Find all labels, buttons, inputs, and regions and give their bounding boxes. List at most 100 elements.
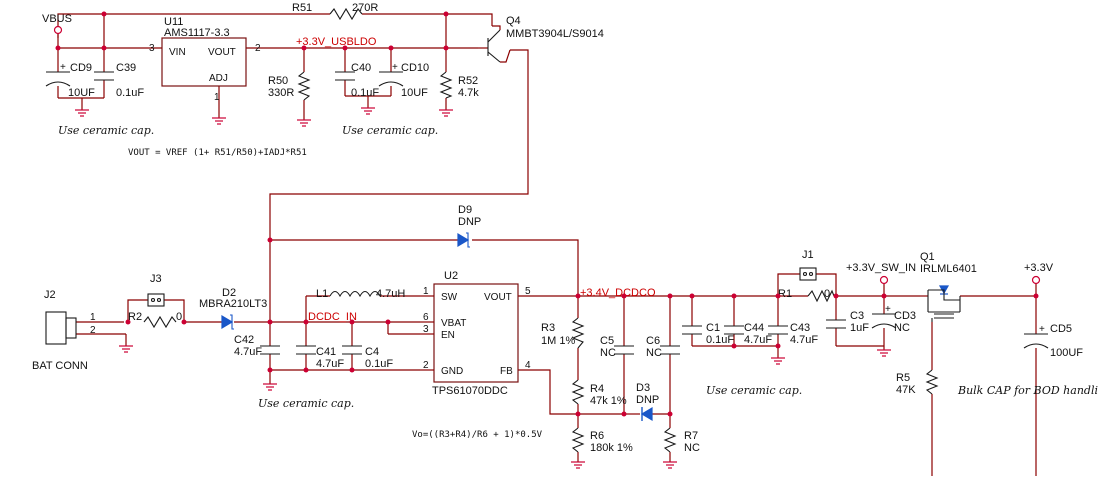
- note-bulk-cap: Bulk CAP for BOD handling: [957, 384, 1098, 397]
- r3-ref: R3: [541, 322, 555, 334]
- r6-resistor: R6 180k 1%: [571, 427, 633, 454]
- svg-text:+: +: [1039, 324, 1045, 335]
- j2-part: BAT CONN: [32, 360, 88, 372]
- c40-capacitor: C40 0.1uF: [335, 62, 379, 99]
- cd9-value: 10UF: [68, 87, 95, 99]
- r7-ref: R7: [684, 430, 698, 442]
- c42-value: 4.7uF: [234, 346, 262, 358]
- cd5-ref: CD5: [1050, 323, 1072, 335]
- d2-part: MBRA210LT3: [199, 298, 267, 310]
- l1-inductor: L1 4.7uH: [316, 288, 405, 300]
- fb-formula: Vo=((R3+R4)/R6 + 1)*0.5V: [412, 430, 543, 440]
- d9-part: DNP: [458, 216, 481, 228]
- q1-mosfet: Q1 IRLML6401: [920, 251, 977, 322]
- note-ceramic-1: Use ceramic cap.: [58, 124, 154, 137]
- j3-jumper: J3: [147, 273, 165, 307]
- c41-value: 4.7uF: [316, 358, 344, 370]
- u2-sw-pin: SW: [441, 292, 458, 303]
- r7-value: NC: [684, 442, 700, 454]
- r6-value: 180k 1%: [590, 442, 633, 454]
- c41-ref: C41: [316, 346, 336, 358]
- u11-adj-pin: ADJ: [209, 73, 228, 84]
- u2-pin2: 2: [423, 360, 429, 371]
- r52-resistor: R52 4.7k: [439, 71, 479, 99]
- cd10-value: 10UF: [401, 87, 428, 99]
- cd9-ref: CD9: [70, 62, 92, 74]
- cd10-ref: CD10: [401, 62, 429, 74]
- r2-value: 0: [176, 311, 182, 323]
- vbus-power-symbol: VBUS: [42, 13, 72, 38]
- c1-value: 0.1uF: [706, 334, 734, 346]
- c1-capacitor: C1 0.1uF: [682, 322, 734, 346]
- r3-value: 1M 1%: [541, 335, 575, 347]
- r6-ref: R6: [590, 430, 604, 442]
- r51-value: 270R: [352, 2, 378, 14]
- j1-jumper: J1: [799, 249, 817, 281]
- c39-value: 0.1uF: [116, 87, 144, 99]
- r7-resistor: R7 NC: [663, 427, 700, 454]
- c3-capacitor: C3 1uF: [826, 310, 869, 334]
- u11-pin1: 1: [214, 92, 220, 103]
- j2-pin2: 2: [90, 325, 96, 336]
- c44-capacitor: C44 4.7uF: [724, 322, 772, 346]
- note-ceramic-4: Use ceramic cap.: [706, 384, 802, 397]
- u2-pin3: 3: [423, 324, 429, 335]
- net-label-dcdc-in: DCDC_IN: [308, 311, 357, 323]
- wires-main-section: [76, 239, 1037, 476]
- ground-symbols-top: [75, 107, 453, 127]
- u2-ref: U2: [444, 270, 458, 282]
- q1-part: IRLML6401: [920, 263, 977, 275]
- junctions-top: [55, 11, 449, 51]
- c5-ref: C5: [600, 335, 614, 347]
- q1-ref: Q1: [920, 251, 935, 263]
- u2-pin1: 1: [423, 286, 429, 297]
- l1-value: 4.7uH: [376, 288, 405, 300]
- u11-vin-pin: VIN: [169, 47, 186, 58]
- u2-vout-pin: VOUT: [484, 292, 512, 303]
- u2-en-pin: EN: [441, 330, 455, 341]
- svg-text:+: +: [392, 62, 398, 73]
- cd3-value: NC: [894, 322, 910, 334]
- v33-power-symbol: +3.3V: [1024, 262, 1054, 285]
- c6-ref: C6: [646, 335, 660, 347]
- c43-ref: C43: [790, 322, 810, 334]
- net-label-usbldo: +3.3V_USBLDO: [296, 36, 377, 48]
- c6-capacitor: C6 NC: [646, 335, 680, 359]
- c42-ref: C42: [234, 334, 254, 346]
- u2-pin4: 4: [525, 360, 531, 371]
- r52-value: 4.7k: [458, 87, 479, 99]
- c5-value: NC: [600, 347, 616, 359]
- u2-fb-pin: FB: [500, 366, 513, 377]
- cd10-capacitor: + CD10 10UF: [378, 62, 429, 99]
- c40-value: 0.1uF: [351, 87, 379, 99]
- u2-pin6: 6: [423, 312, 429, 323]
- c4-capacitor: C4 0.1uF: [342, 345, 393, 370]
- j2-bat-connector: J2 BAT CONN 1 2: [32, 289, 96, 372]
- r1-ref: R1: [778, 288, 792, 300]
- r5-resistor: R5 47K: [896, 369, 939, 396]
- d9-diode: D9 DNP: [457, 204, 481, 248]
- svg-text:+: +: [60, 62, 66, 73]
- c5-capacitor: C5 NC: [600, 335, 634, 359]
- r50-resistor: R50 330R: [268, 71, 311, 101]
- d3-ref: D3: [636, 382, 650, 394]
- c39-ref: C39: [116, 62, 136, 74]
- u11-vout-pin: VOUT: [208, 47, 236, 58]
- r4-ref: R4: [590, 383, 604, 395]
- d9-ref: D9: [458, 204, 472, 216]
- r2-resistor: R2 0: [128, 311, 182, 329]
- ldo-formula: VOUT = VREF (1+ R51/R50)+IADJ*R51: [128, 148, 307, 158]
- r3-resistor: R3 1M 1%: [541, 317, 585, 349]
- u2-boost-converter: U2 TPS61070DDC SW VOUT VBAT EN GND FB 1 …: [423, 270, 531, 397]
- r50-ref: R50: [268, 75, 288, 87]
- r51-resistor: R51 270R: [292, 2, 378, 21]
- wires-ldo-section: [57, 13, 529, 322]
- u11-pin2: 2: [255, 43, 261, 54]
- junctions-bottom: [125, 237, 1039, 417]
- c39-capacitor: C39 0.1uF: [94, 62, 144, 99]
- v33-sw-in-power-symbol: +3.3V_SW_IN: [846, 262, 916, 285]
- r1-resistor: R1 0: [778, 288, 835, 303]
- cd3-ref: CD3: [894, 310, 916, 322]
- u11-ref: U11: [164, 16, 183, 28]
- c6-value: NC: [646, 347, 662, 359]
